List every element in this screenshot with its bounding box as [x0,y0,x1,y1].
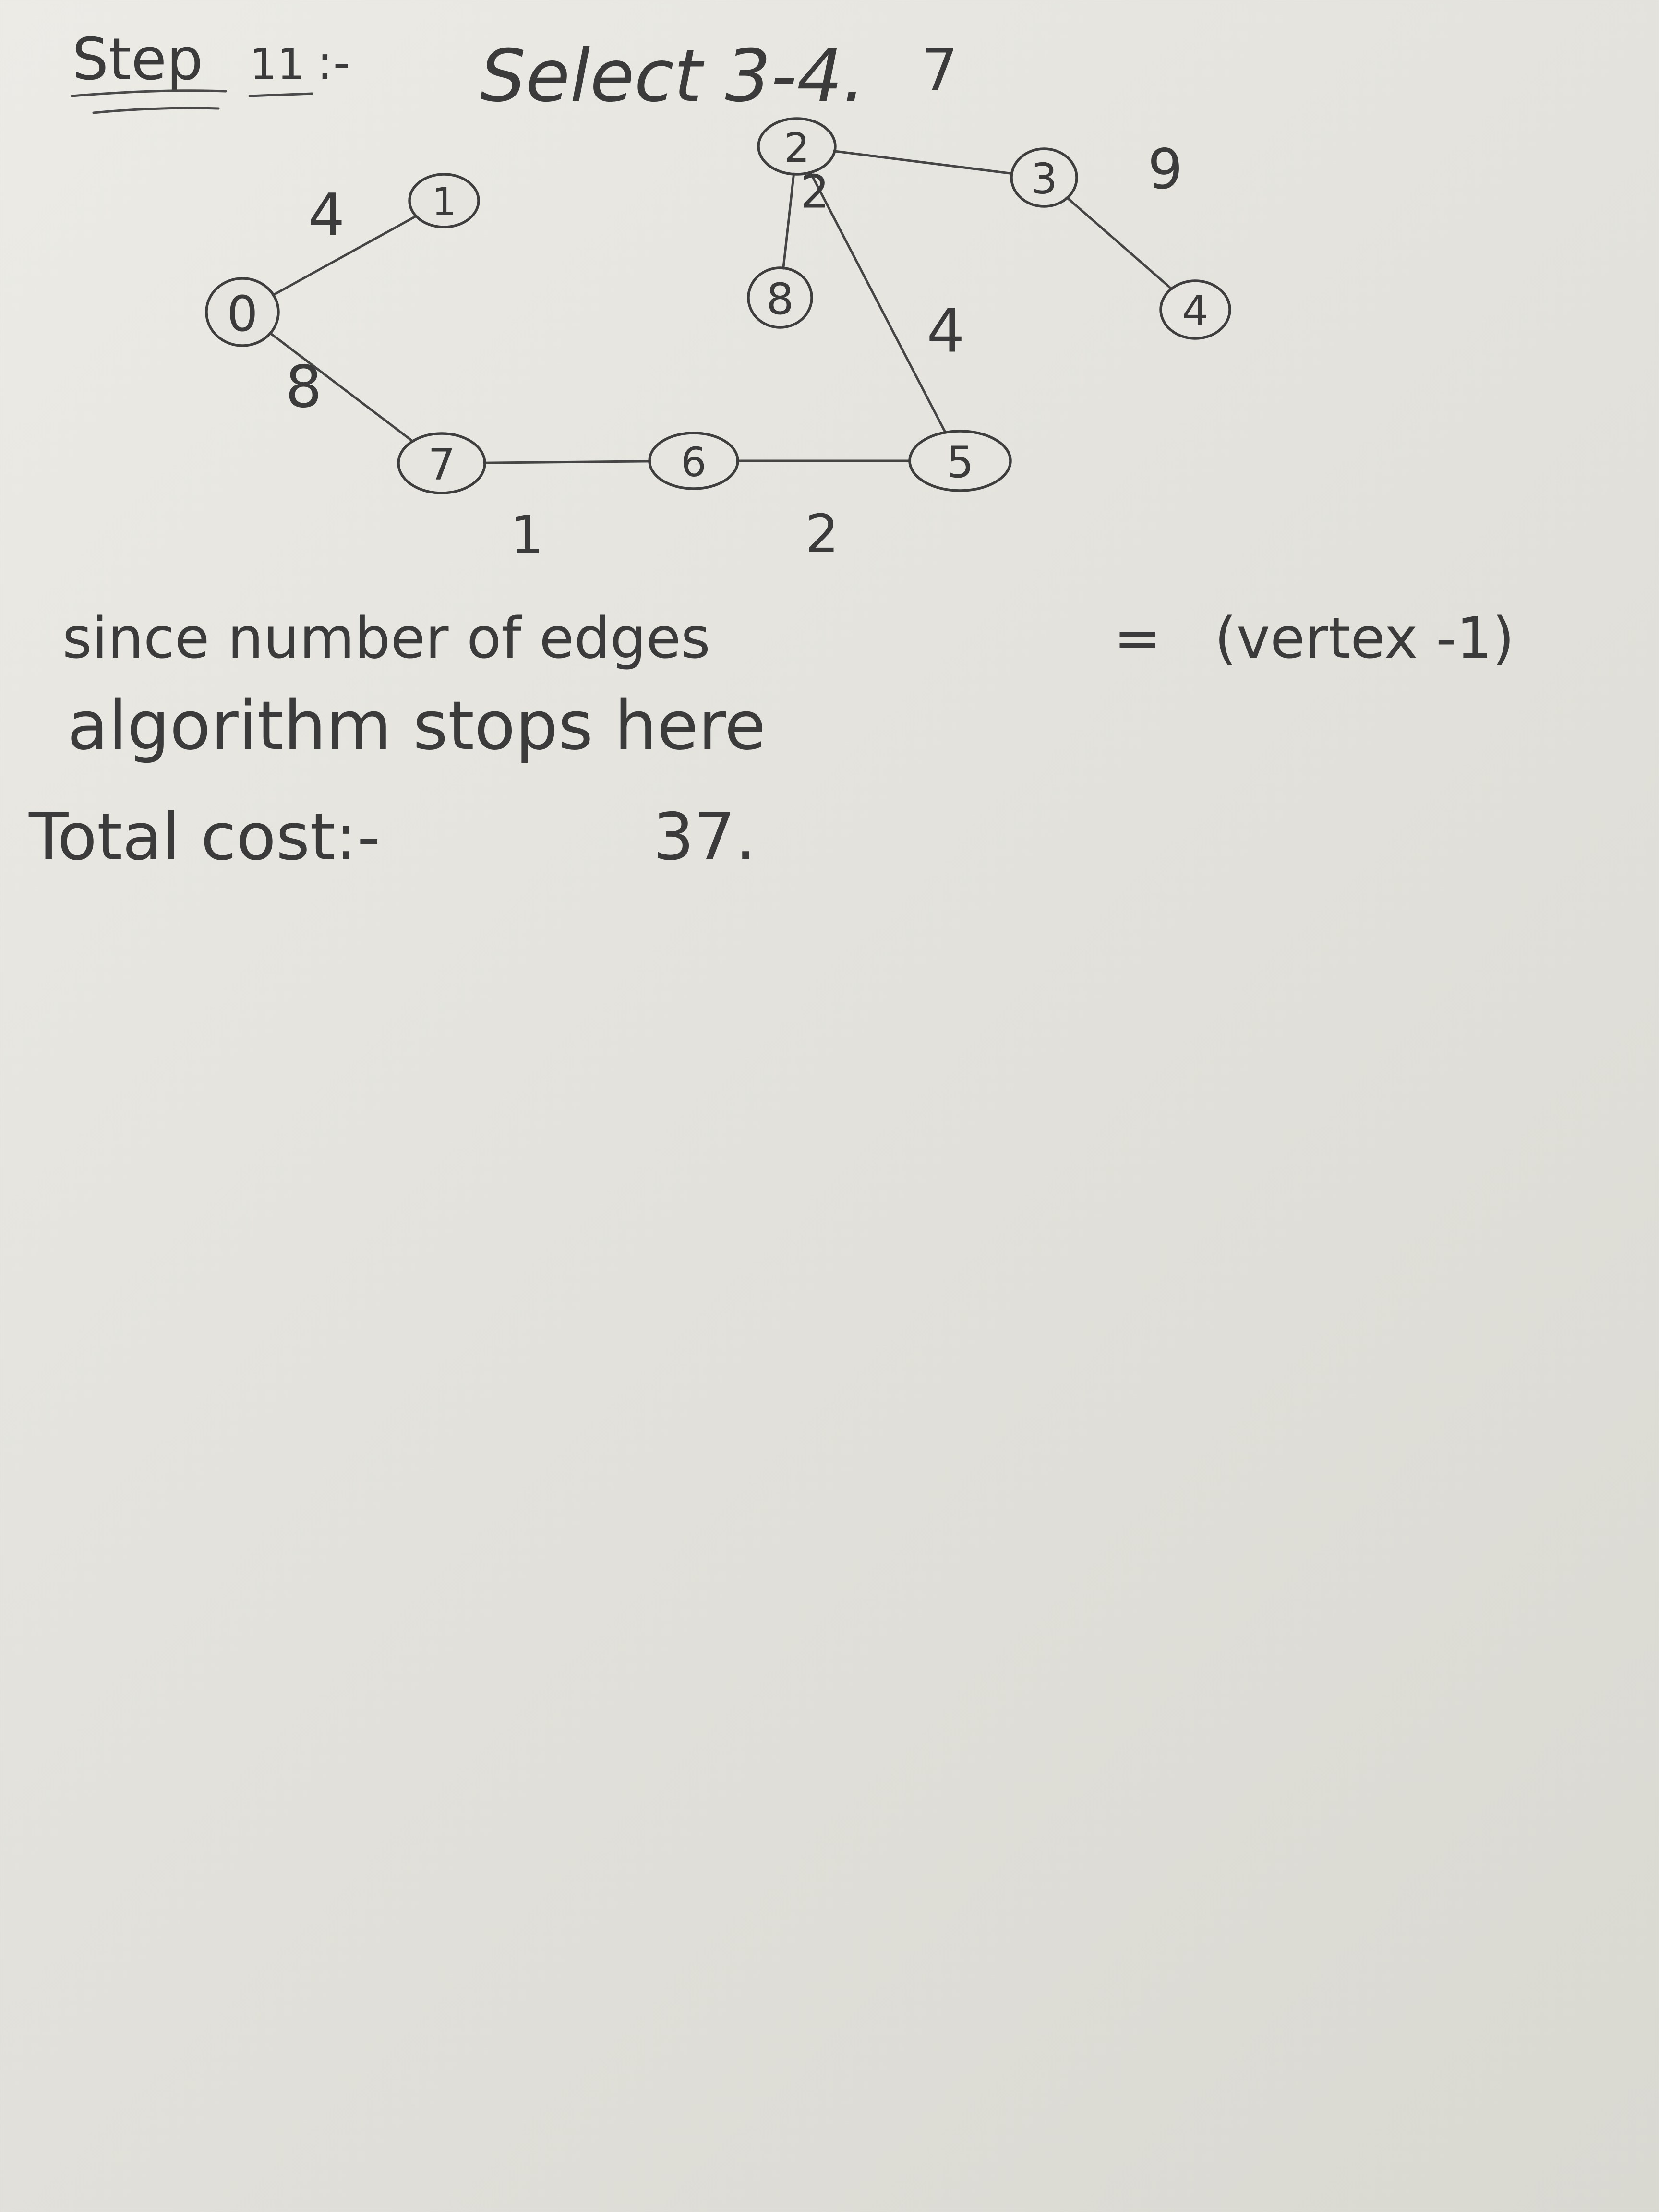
node-7: 7 [397,432,486,494]
node-5-fill [911,433,1009,489]
edge-0-7 [241,311,443,465]
conclusion-line2: algorithm stops here [67,687,766,765]
nodes-layer: 0 1 2 3 4 5 6 7 8 [205,117,1231,494]
node-5-ring [908,430,1012,492]
node-6-ring [648,432,739,490]
heading: Step 11 :- Select 3-4. [71,26,866,118]
node-1-ring [408,173,480,228]
edge-2-3 [795,145,1046,179]
node-6-label: 6 [681,439,706,486]
heading-step: Step [72,26,203,93]
node-4-ring [1159,279,1231,340]
node-4-label: 4 [1182,287,1208,336]
node-8-ring [747,266,813,329]
node-0: 0 [205,277,280,347]
node-0-ring [205,277,280,347]
node-0-label: 0 [227,286,258,343]
heading-action: Select 3-4. [480,35,866,118]
node-7-fill [400,435,483,492]
node-6-fill [651,434,736,487]
conclusion-line1-eq: = [1114,605,1161,671]
heading-underline-3 [248,92,313,97]
node-2: 2 [757,117,837,176]
node-2-label: 2 [784,124,809,171]
node-4: 4 [1159,279,1231,340]
edge-weight-6-5: 2 [805,503,839,565]
edge-weight-7-6: 1 [510,505,544,566]
node-5-label: 5 [946,437,974,488]
node-7-ring [397,432,486,494]
edge-weight-0-7: 8 [285,354,322,421]
conclusion-line1-left: since number of edges [62,605,710,671]
node-5: 5 [908,430,1012,492]
node-2-fill [760,120,834,173]
node-3-fill [1013,150,1075,205]
total-cost-label: Total cost:- [28,799,380,875]
node-3-ring [1010,147,1078,208]
conclusion: since number of edges = (vertex -1) algo… [28,605,1515,875]
node-8-label: 8 [766,274,793,325]
node-1-fill [411,176,477,226]
total-cost-value: 37. [653,799,756,875]
node-1-label: 1 [432,180,457,224]
node-6: 6 [648,432,739,490]
node-3-label: 3 [1031,155,1057,204]
edge-weight-0-1: 4 [308,182,345,249]
edge-3-4 [1043,176,1197,311]
node-3: 3 [1010,147,1078,208]
edge-weight-5-2: 4 [926,297,965,366]
node-8-fill [750,269,810,326]
node-2-ring [757,117,837,176]
heading-underline-2 [92,107,220,114]
edge-weight-2-3: 7 [921,37,958,104]
heading-underline-1 [71,89,227,97]
edge-0-1 [241,199,445,313]
node-7-label: 7 [428,440,455,490]
node-4-fill [1162,282,1228,337]
edge-weight-3-4: 9 [1148,138,1183,202]
edge-5-2 [795,145,962,462]
node-0-fill [208,280,277,344]
conclusion-line1-right: (vertex -1) [1214,605,1515,671]
node-1: 1 [408,173,480,228]
heading-separator: :- [317,35,350,91]
heading-number: 11 [250,39,305,90]
node-8: 8 [747,266,813,329]
